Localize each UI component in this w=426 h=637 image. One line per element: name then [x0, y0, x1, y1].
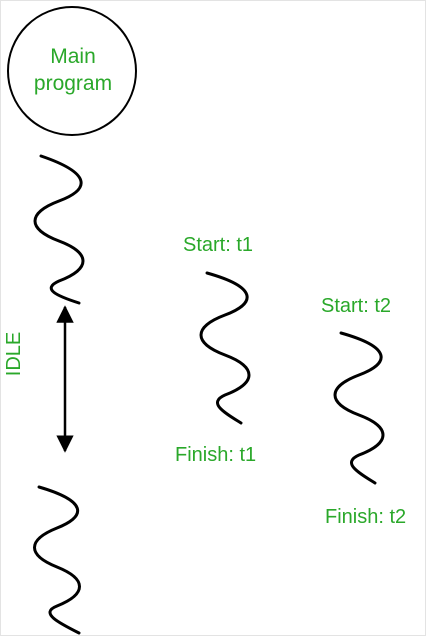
main-thread-wave-top [33, 154, 85, 305]
thread-t1-finish-label: Finish: t1 [175, 444, 257, 466]
main-program-label-line1: Main [50, 45, 96, 68]
thread-t1-wave [199, 271, 251, 425]
idle-label: IDLE [3, 331, 25, 377]
thread-t2-wave [333, 331, 385, 485]
main-program-circle [7, 6, 137, 136]
thread-t1-start-label: Start: t1 [183, 234, 254, 256]
thread-t2-finish-label: Finish: t2 [325, 506, 407, 528]
thread-t2-start-label: Start: t2 [321, 295, 392, 317]
main-thread-wave-bottom [33, 485, 81, 635]
main-program-label-line2: program [33, 72, 113, 95]
main-program-label: Main program [11, 43, 135, 97]
